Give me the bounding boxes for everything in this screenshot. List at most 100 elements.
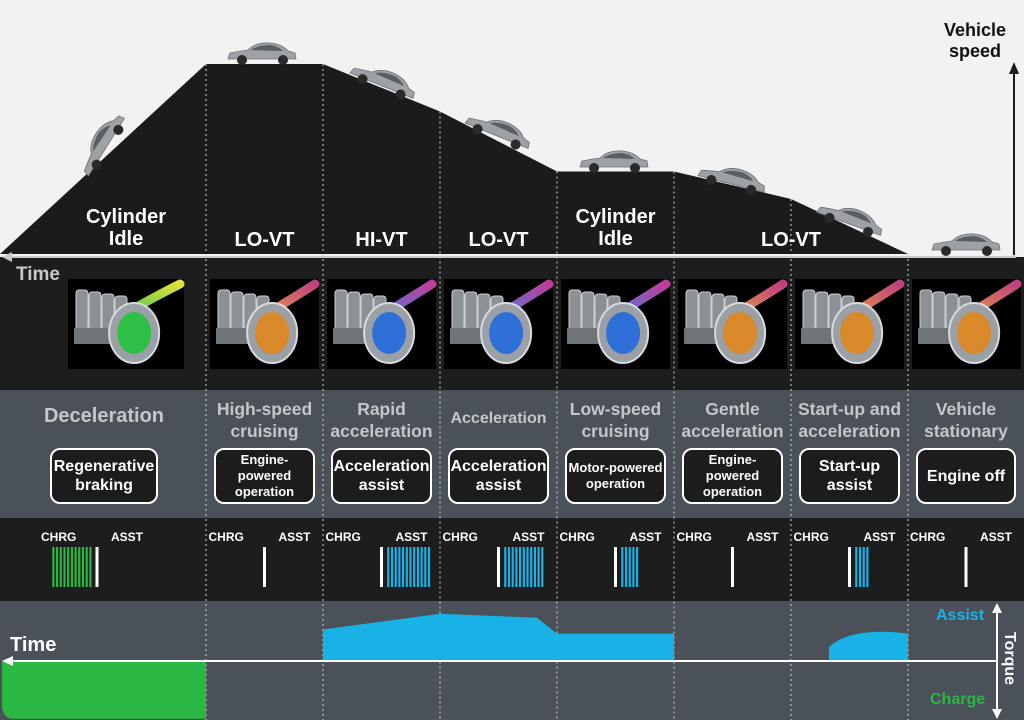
cylinder	[802, 289, 816, 331]
charge-label: Charge	[930, 691, 986, 708]
car-icon	[227, 42, 297, 65]
car-window	[955, 236, 987, 242]
time-label-top: Time	[16, 264, 61, 285]
car-wheel	[589, 163, 599, 173]
cylinder	[581, 291, 595, 333]
mode-box-7: Engine off	[916, 448, 1016, 504]
operation-label-3: Acceleration	[450, 410, 547, 427]
car-wheel	[278, 55, 288, 65]
phase-label-5: LO-VT	[761, 229, 821, 251]
operation-label-1: High-speed cruising	[216, 399, 313, 441]
meter-label-assist: ASST	[278, 530, 311, 544]
meter-bar	[515, 547, 518, 587]
car-window	[841, 210, 872, 224]
meter-label-charge: CHRG	[208, 530, 244, 544]
meter-bar	[402, 547, 405, 587]
car-icon	[83, 115, 125, 177]
phase-label-3: LO-VT	[468, 229, 529, 251]
torque-axis-arrow-up	[992, 603, 1002, 613]
meter-label-charge: CHRG	[910, 530, 946, 544]
car-icon	[349, 67, 415, 100]
operation-label-2: Rapid acceleration	[330, 399, 433, 441]
meter-bar	[526, 547, 529, 587]
engine-graphic	[678, 279, 788, 369]
phase-label-4: Cylinder Idle	[575, 206, 656, 250]
car-wheel	[91, 159, 102, 170]
time-axis-bottom-arrow	[2, 656, 13, 666]
torque-assist	[440, 613, 557, 661]
operation-label-0: Deceleration	[43, 405, 165, 427]
car-wheel	[824, 212, 835, 223]
cylinder	[88, 291, 102, 333]
car-window	[722, 170, 754, 182]
phase-label-2: HI-VT	[355, 229, 408, 251]
car-wheel	[357, 74, 368, 85]
engine-graphic	[561, 279, 671, 369]
meter-label-assist: ASST	[980, 530, 1013, 544]
meter-bar	[59, 547, 62, 587]
cylinder	[464, 291, 478, 333]
car-window	[251, 45, 283, 51]
time-axis-top-arrow	[2, 252, 12, 262]
meter-bar	[387, 547, 390, 587]
meter-label-charge: CHRG	[41, 530, 77, 544]
meter-label-charge: CHRG	[559, 530, 595, 544]
car-body	[931, 233, 1001, 251]
cylinder	[347, 291, 361, 333]
meter-bar	[504, 547, 507, 587]
mode-box-4: Motor-powered operation	[565, 448, 666, 504]
car-body	[227, 42, 297, 60]
cylinder	[217, 289, 231, 331]
mode-box-0: Regenerative braking	[50, 448, 158, 504]
car-window	[489, 122, 519, 137]
mode-box-1: Engine-powered operation	[214, 448, 315, 504]
meter-bar	[866, 547, 869, 587]
motor-core	[606, 312, 641, 354]
meter-bar	[56, 547, 59, 587]
car-wheel	[941, 246, 951, 256]
operation-label-7: Vehicle stationary	[924, 399, 1008, 441]
motor-core	[957, 312, 992, 354]
torque-assist	[829, 631, 908, 661]
cylinder	[815, 291, 829, 333]
car-wheel	[706, 175, 717, 186]
car-window	[374, 72, 404, 87]
meter-bar	[632, 547, 635, 587]
engine-graphic	[912, 279, 1022, 369]
torque-charge	[2, 661, 206, 719]
car-icon	[931, 233, 1001, 256]
engine-graphic	[795, 279, 905, 369]
cylinder	[932, 291, 946, 333]
meter-bar	[533, 547, 536, 587]
meter-bar	[416, 547, 419, 587]
cylinder	[334, 289, 348, 331]
car-wheel	[510, 139, 521, 150]
car-icon	[579, 150, 649, 173]
torque-axis-arrow-down	[992, 709, 1002, 719]
speed-axis-arrow	[1009, 62, 1019, 74]
time-label-bottom: Time	[10, 634, 57, 656]
motor-core	[372, 312, 407, 354]
engine-graphic	[327, 279, 437, 369]
meter-bar	[519, 547, 522, 587]
car-wheel	[746, 184, 757, 195]
meter-bar	[52, 547, 55, 587]
mode-box-3: Acceleration assist	[448, 448, 549, 504]
meter-label-charge: CHRG	[325, 530, 361, 544]
meter-bar	[413, 547, 416, 587]
mode-box-5: Engine-powered operation	[682, 448, 783, 504]
cylinder	[451, 289, 465, 331]
engine-graphic	[444, 279, 554, 369]
car-icon	[816, 206, 883, 237]
motor-core	[723, 312, 758, 354]
meter-label-assist: ASST	[395, 530, 428, 544]
meter-bar	[858, 547, 862, 587]
meter-label-assist: ASST	[512, 530, 545, 544]
meter-bar	[409, 547, 412, 587]
meter-bar	[67, 547, 70, 587]
meter-bar	[85, 547, 88, 587]
mode-box-2: Acceleration assist	[331, 448, 432, 504]
torque-assist	[557, 633, 674, 661]
torque-label: Torque	[1001, 632, 1018, 686]
